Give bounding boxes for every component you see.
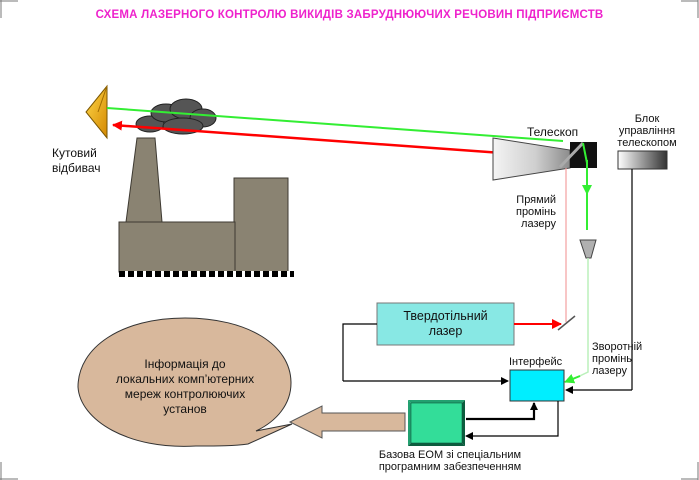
telescope-icon — [492, 137, 597, 181]
laser-box — [376, 302, 515, 346]
telescope-control-label: Блок управління телескопом — [612, 113, 682, 149]
info-bubble-line: локальних комп’ютерних — [115, 372, 255, 386]
direct-beam-label-line: лазеру — [521, 218, 556, 230]
return-beam-upper — [106, 107, 564, 142]
info-bubble — [77, 317, 293, 447]
outgoing-beam-upper — [112, 120, 559, 159]
interface-to-computer-arrow — [465, 401, 559, 440]
reflector-label-line: Кутовий — [52, 146, 97, 160]
reflector-label: Кутовий відбивач — [52, 146, 101, 176]
laser-label-line: лазер — [428, 324, 463, 338]
interface-label: Інтерфейс — [509, 356, 563, 368]
page-title: СХЕМА ЛАЗЕРНОГО КОНТРОЛЮ ВИКИДІВ ЗАБРУДН… — [95, 9, 604, 21]
direct-beam-label: Прямий промінь лазеру — [492, 194, 556, 230]
return-beam-label-line: лазеру — [592, 365, 627, 377]
computer-label-line: програмним забезпеченням — [378, 461, 522, 473]
output-arrow — [288, 405, 406, 439]
reflector-label-line: відбивач — [52, 161, 101, 175]
laser-to-interface-line — [342, 323, 377, 381]
telescope-control-label-line: управління — [618, 125, 676, 137]
telescope-control-label-line: Блок — [634, 113, 660, 125]
direct-beam-label-line: Прямий — [516, 194, 556, 206]
computer-label-line: Базова ЕОМ зі спеціальним — [378, 449, 522, 461]
telescope-control-label-line: телескопом — [617, 137, 677, 149]
laser-label-line: Твердотільний — [403, 309, 488, 323]
telescope-control-box — [617, 150, 668, 170]
telescope-label: Телескоп — [527, 125, 579, 139]
return-beam-to-interface — [564, 374, 581, 384]
return-beam-label-line: Зворотній — [592, 341, 643, 353]
info-bubble-line: Інформація до — [144, 357, 226, 371]
info-bubble-line: мереж контролюючих — [124, 387, 246, 401]
info-bubble-text: Інформація до локальних комп’ютерних мер… — [95, 357, 275, 417]
mirror-icon — [557, 315, 576, 331]
return-beam-label: Зворотній промінь лазеру — [592, 341, 642, 377]
info-bubble-line: установ — [163, 402, 207, 416]
corner-reflector-icon — [85, 84, 108, 140]
computer-icon — [408, 400, 465, 446]
lens-icon — [579, 239, 597, 259]
interface-box — [509, 369, 565, 402]
direct-beam-label-line: промінь — [515, 206, 556, 218]
laser-label: Твердотільний лазер — [377, 309, 514, 339]
factory-icon — [118, 137, 294, 277]
computer-label: Базова ЕОМ зі спеціальним програмним заб… — [370, 449, 530, 473]
computer-to-interface-arrow — [466, 402, 538, 421]
return-beam-label-line: промінь — [592, 353, 633, 365]
